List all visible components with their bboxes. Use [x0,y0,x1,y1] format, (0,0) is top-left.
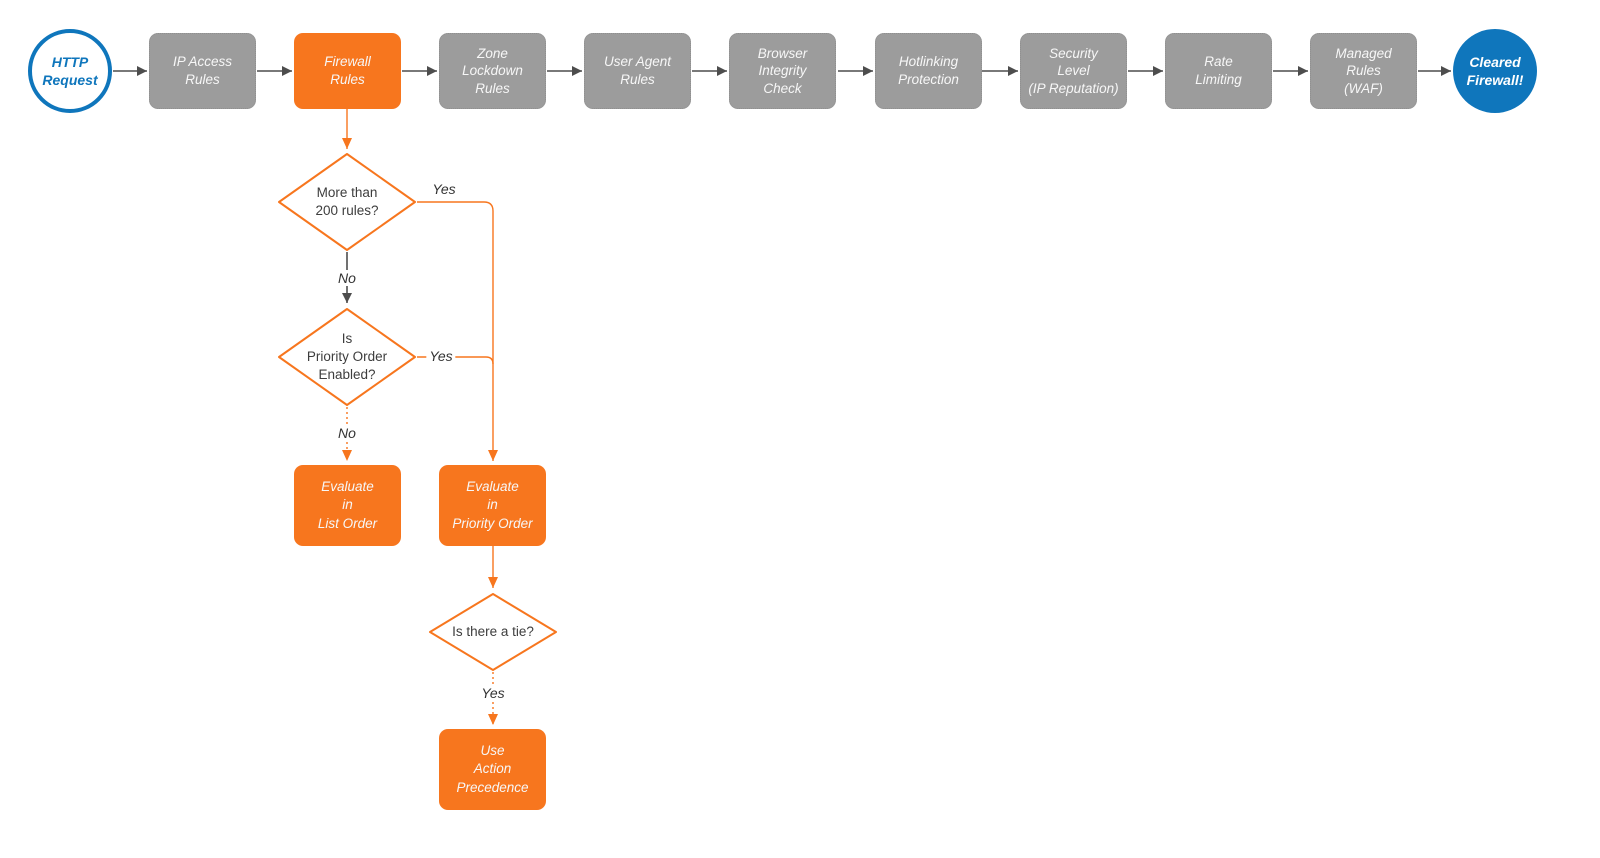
decision-is-there-a-tie: Is there a tie? [428,592,558,672]
pipeline-box-label: Zone Lockdown Rules [462,45,523,96]
pipeline-box-managed-rules-waf: Managed Rules (WAF) [1310,33,1417,109]
decision-label: Is Priority Order Enabled? [306,330,388,383]
action-label: Evaluate in List Order [317,478,378,531]
diamond-shape [278,308,416,406]
pipeline-box-rate-limiting: Rate Limiting [1165,33,1272,109]
pipeline-box-label: Hotlinking Protection [898,54,959,87]
pipeline-box-label: Rate Limiting [1195,54,1242,87]
action-use-action-precedence: Use Action Precedence [439,729,546,810]
decision-priority-order-enabled: Is Priority Order Enabled? [277,307,417,407]
end-node-cleared-firewall: Cleared Firewall! [1453,29,1537,113]
pipeline-box-browser-integrity-check: Browser Integrity Check [729,33,836,109]
pipeline-box-label: IP Access Rules [172,54,233,87]
pipeline-box-ip-access-rules: IP Access Rules [149,33,256,109]
pipeline-box-label: Managed Rules (WAF) [1335,45,1392,96]
edge-label-yes-priority-order: Yes [426,348,456,364]
action-label: Evaluate in Priority Order [452,478,533,531]
pipeline-box-label: Browser Integrity Check [757,45,808,96]
pipeline-box-security-level: Security Level (IP Reputation) [1020,33,1127,109]
pipeline-box-user-agent-rules: User Agent Rules [584,33,691,109]
start-node-label: HTTP Request [42,53,98,88]
pipeline-box-zone-lockdown-rules: Zone Lockdown Rules [439,33,546,109]
end-node-label: Cleared Firewall! [1466,53,1524,88]
pipeline-box-label: Firewall Rules [324,54,371,87]
action-evaluate-in-list-order: Evaluate in List Order [294,465,401,546]
decision-label: More than 200 rules? [315,184,379,218]
pipeline-box-hotlinking-protection: Hotlinking Protection [875,33,982,109]
edge-label-yes-more-than-200: Yes [429,181,459,197]
decision-label: Is there a tie? [452,623,534,639]
edge-label-yes-tie: Yes [478,685,508,701]
diamond-shape [278,153,416,251]
pipeline-box-firewall-rules: Firewall Rules [294,33,401,109]
pipeline-box-label: User Agent Rules [603,54,672,87]
start-node-http-request: HTTP Request [28,29,112,113]
decision-more-than-200-rules: More than 200 rules? [277,152,417,252]
action-evaluate-in-priority-order: Evaluate in Priority Order [439,465,546,546]
edge-label-no-priority-order: No [335,425,359,441]
pipeline-box-label: Security Level (IP Reputation) [1028,45,1119,96]
action-label: Use Action Precedence [456,742,529,795]
edge-label-no-more-than-200: No [335,270,359,286]
diamond-shape [429,593,557,671]
